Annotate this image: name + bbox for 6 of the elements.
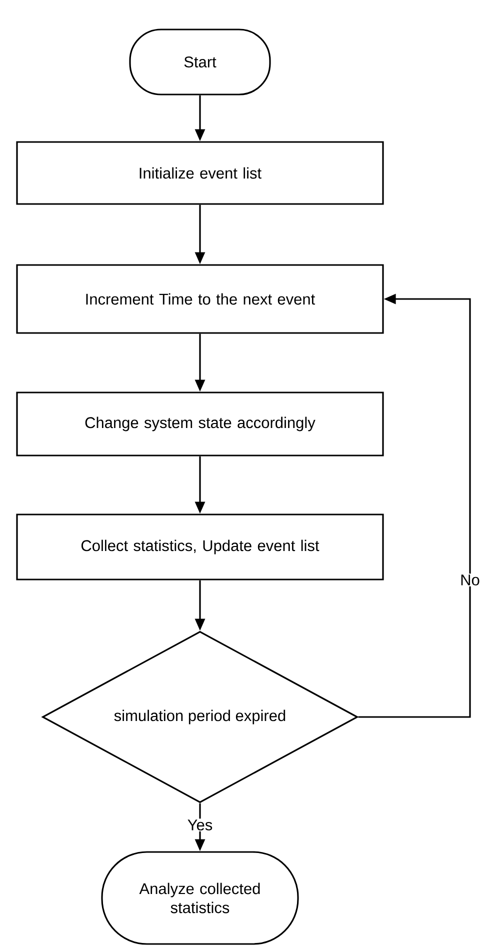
edge-label: Yes: [186, 818, 214, 832]
process-box: Initialize event list: [16, 141, 384, 205]
process-box: Increment Time to the next event: [16, 264, 384, 334]
process-box: Collect statistics, Update event list: [16, 514, 384, 580]
edge-label: No: [459, 574, 481, 586]
process-box: Change system state accordingly: [16, 392, 384, 456]
